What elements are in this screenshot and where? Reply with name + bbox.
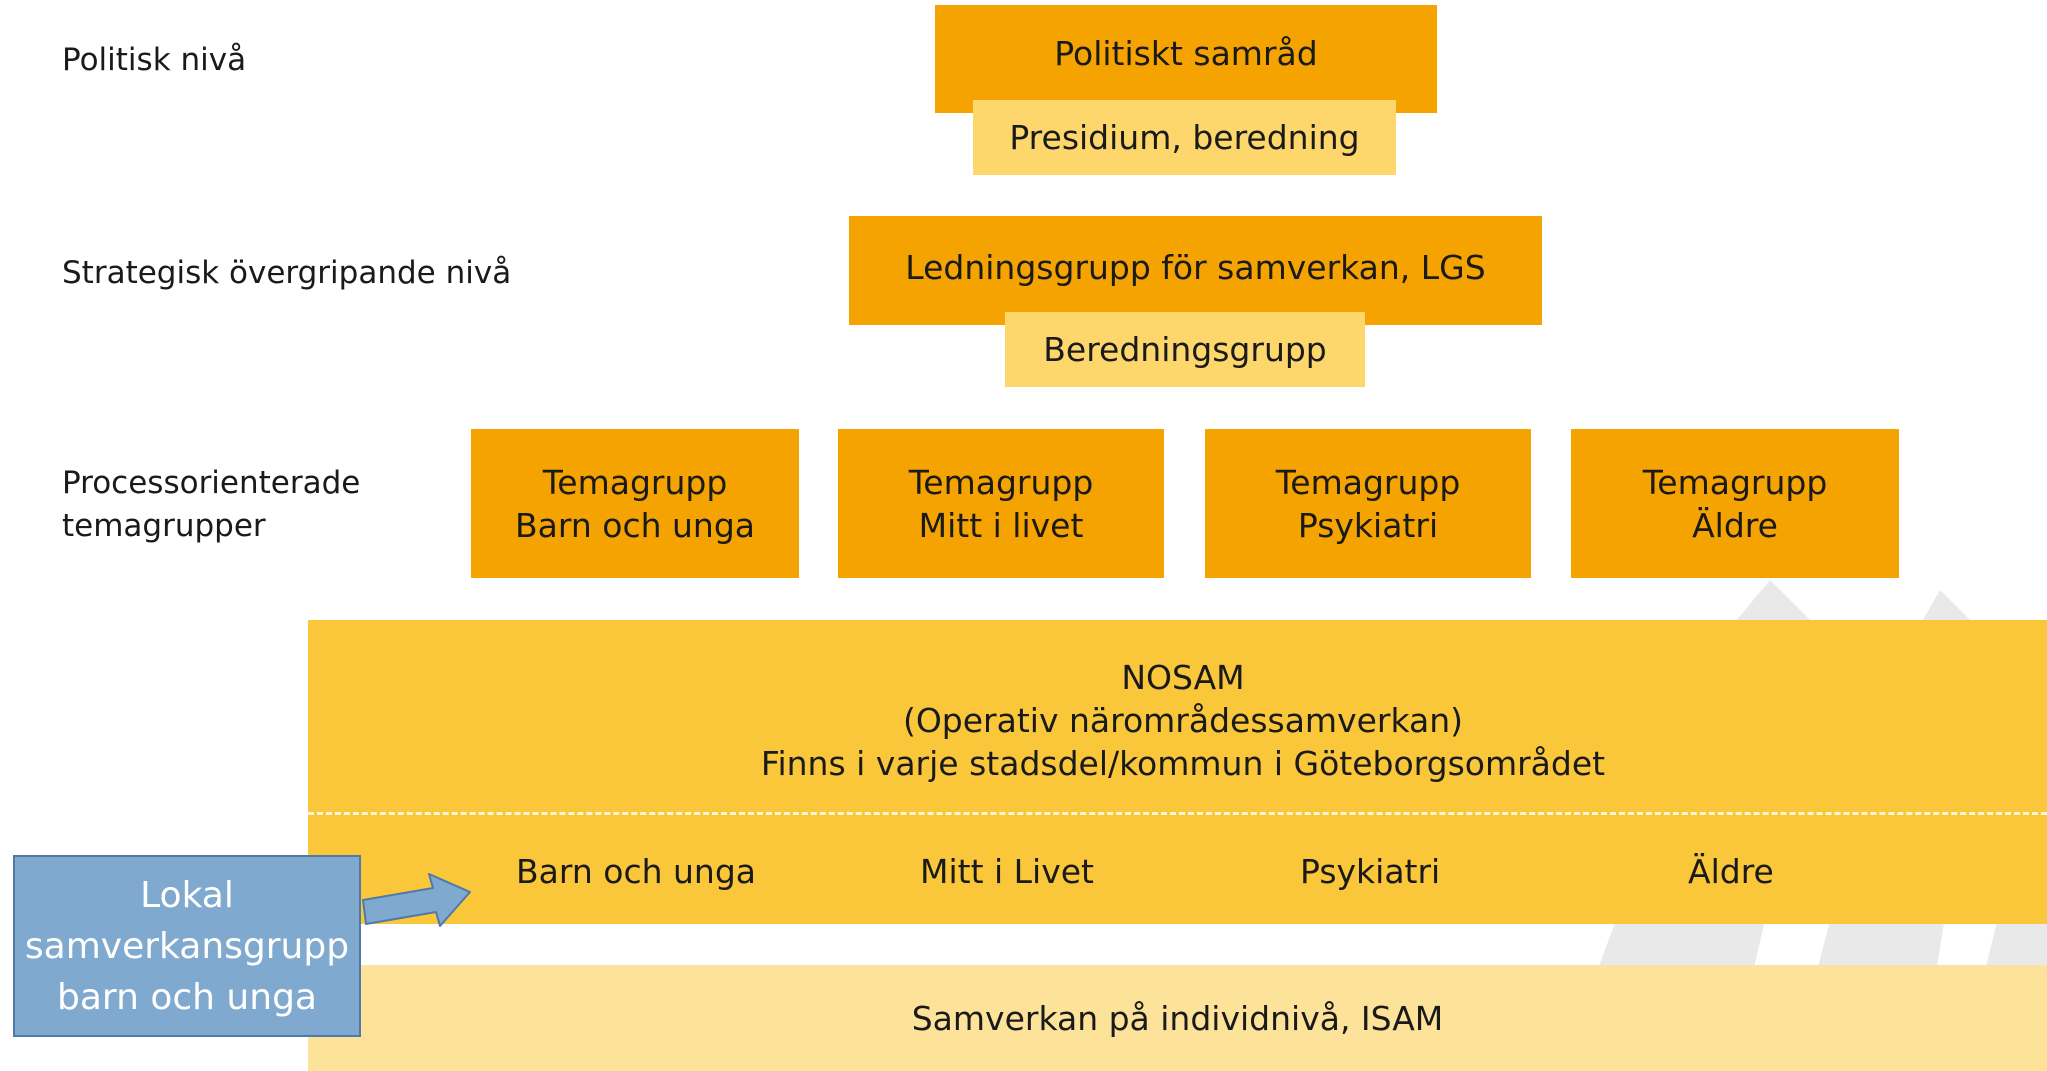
isam-band: Samverkan på individnivå, ISAM <box>308 965 2047 1071</box>
nosam-group-label: Äldre <box>1688 852 1774 891</box>
theme-group-box: Temagrupp Psykiatri <box>1205 429 1531 578</box>
theme-group-name: Psykiatri <box>1297 505 1439 545</box>
level-label-process-line2: temagrupper <box>62 508 266 544</box>
theme-group-title: Temagrupp <box>542 462 728 502</box>
theme-group-title: Temagrupp <box>1642 462 1828 502</box>
political-consultation-label: Politiskt samråd <box>1054 33 1318 73</box>
callout-line: Lokal <box>140 874 234 916</box>
isam-label: Samverkan på individnivå, ISAM <box>911 998 1444 1038</box>
theme-group-box: Temagrupp Mitt i livet <box>838 429 1164 578</box>
theme-group-name: Mitt i livet <box>918 505 1084 545</box>
theme-group-name: Barn och unga <box>515 505 755 545</box>
theme-group-box: Temagrupp Barn och unga <box>471 429 799 578</box>
nosam-group-label: Mitt i Livet <box>920 852 1094 891</box>
theme-group-box: Temagrupp Äldre <box>1571 429 1899 578</box>
nosam-divider <box>308 812 2047 815</box>
presidium-box: Presidium, beredning <box>973 100 1396 175</box>
theme-group-title: Temagrupp <box>1275 462 1461 502</box>
theme-group-name: Äldre <box>1692 505 1778 545</box>
preparation-group-label: Beredningsgrupp <box>1043 330 1327 369</box>
callout-arrow-icon <box>362 873 471 927</box>
political-consultation-box: Politiskt samråd <box>935 5 1437 113</box>
nosam-title: NOSAM <box>1121 657 1245 697</box>
level-label-process-line1: Processorienterade <box>62 465 361 501</box>
nosam-group-label: Psykiatri <box>1300 852 1441 891</box>
nosam-group-label: Barn och unga <box>516 852 756 891</box>
local-group-callout: Lokal samverkansgrupp barn och unga <box>13 855 361 1037</box>
theme-group-title: Temagrupp <box>908 462 1094 502</box>
preparation-group-box: Beredningsgrupp <box>1005 312 1365 387</box>
presidium-label: Presidium, beredning <box>1009 118 1360 157</box>
management-group-box: Ledningsgrupp för samverkan, LGS <box>849 216 1542 325</box>
nosam-band <box>308 620 2047 924</box>
nosam-header: NOSAM (Operativ närområdessamverkan) Fin… <box>308 655 2047 785</box>
callout-line: barn och unga <box>57 976 317 1018</box>
callout-line: samverkansgrupp <box>24 925 350 967</box>
level-label-strategic: Strategisk övergripande nivå <box>62 255 512 291</box>
management-group-label: Ledningsgrupp för samverkan, LGS <box>905 248 1486 287</box>
nosam-subtitle: (Operativ närområdessamverkan) <box>902 700 1464 740</box>
level-label-political: Politisk nivå <box>62 42 247 78</box>
nosam-description: Finns i varje stadsdel/kommun i Göteborg… <box>760 743 1606 783</box>
